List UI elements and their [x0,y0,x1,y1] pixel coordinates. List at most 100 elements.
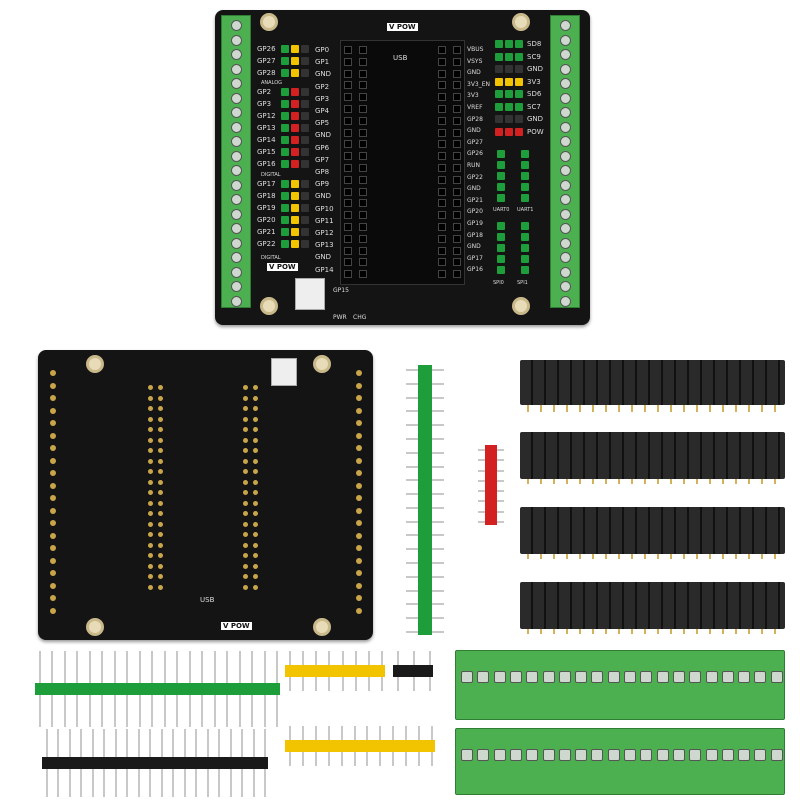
header-pin [515,90,523,98]
header-pin [521,233,529,241]
header-pin [301,148,309,156]
solder-pad [243,469,248,474]
group-label: DIGITAL [261,172,281,178]
terminal-screw [560,295,571,307]
terminal-screw [560,121,571,133]
solder-pad [148,427,153,432]
socket-pin [359,81,367,90]
female-header-pin [592,400,594,412]
solder-pad [253,521,258,527]
solder-pad [356,557,362,564]
terminal-screw [770,749,783,761]
mount-hole [512,13,530,31]
header-pin [281,240,289,248]
terminal-screw [542,749,555,761]
yellow-male-header-short [285,665,385,677]
pin-label: GP27 [467,138,483,146]
switch-label: PWR [333,314,347,321]
socket-pin [344,105,352,113]
header-pin [291,112,299,120]
socket-pin [438,270,446,279]
solder-pad [253,406,258,411]
socket-pin [438,258,446,267]
header-pin [515,40,523,48]
terminal-screw [560,20,571,31]
solder-pad [50,545,56,551]
solder-pad [253,437,258,443]
solder-pad [243,521,248,527]
pin-label: GP13 [315,241,334,250]
solder-pad [158,458,163,464]
socket-pin [359,175,367,184]
socket-pin [359,246,367,255]
solder-pad [243,542,248,548]
terminal-screw [231,150,242,162]
terminal-screw [560,136,571,147]
socket-pin [344,246,352,255]
terminal-screw [560,252,571,263]
pin-label: GP28 [257,69,276,77]
female-header-pin [709,400,711,412]
group-label: DIGITAL [261,255,281,261]
terminal-screw [591,749,604,761]
solder-pad [356,495,362,501]
terminal-screw [560,237,571,249]
pin-label: 3V3_EN [467,80,491,88]
solder-pad [158,553,163,558]
header-pin [515,77,523,86]
solder-pad [356,520,362,526]
header-pin [281,228,289,236]
header-pin [291,57,299,65]
header-pin [281,160,289,168]
socket-pin [344,258,352,267]
solder-pad [50,420,56,426]
solder-pad [253,427,258,432]
solder-pad [50,607,56,614]
header-pin [281,148,289,156]
pin-label: GP3 [315,94,330,103]
socket-pin [359,187,367,196]
solder-pad [148,574,153,579]
solder-pad [158,521,163,527]
socket-pin [344,128,352,137]
socket-pin [359,116,367,125]
terminal-screw [656,671,669,683]
header-pin [521,222,529,230]
terminal-screw [231,281,242,292]
female-header-pin [566,400,568,412]
terminal-screw [721,671,734,683]
terminal-screw [231,208,242,220]
header-pin [281,88,289,96]
header-pin [301,192,309,200]
pin-label: GND [315,70,332,79]
female-header [520,360,785,405]
pin-label: GP19 [467,220,483,227]
terminal-screw [526,749,539,761]
pin-label: GP26 [257,45,276,53]
solder-pad [50,520,56,526]
socket-pin [359,199,367,208]
female-header [520,507,785,554]
solder-pad [253,395,258,401]
mount-hole [260,297,278,315]
header-pin [281,112,289,120]
terminal-screw [493,671,506,683]
pin-label: GP17 [257,180,276,188]
terminal-screw [509,749,522,761]
female-header-pin [605,400,607,412]
socket-pin [359,128,367,137]
socket-pin [438,81,446,90]
terminal-screw [770,671,783,683]
solder-pad [148,395,153,401]
female-header-pin [683,400,685,412]
pin-label: GND [527,65,544,73]
socket-pin [453,270,461,279]
header-pin [301,45,309,53]
solder-pad [356,532,362,539]
socket-pin [359,46,367,54]
terminal-screw [231,266,242,278]
terminal-strip-right [550,15,580,308]
socket-pin [344,211,352,220]
solder-pad [158,469,163,474]
solder-pad [148,479,153,485]
